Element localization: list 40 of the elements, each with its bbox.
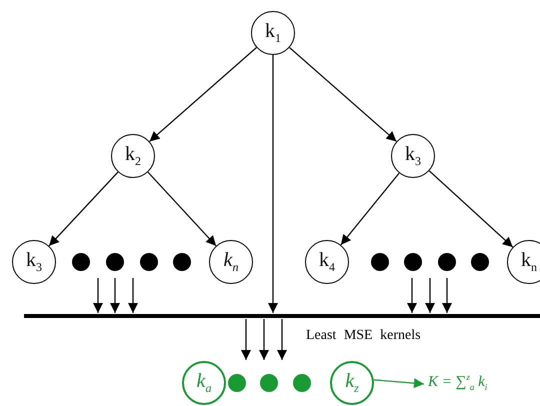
dot (106, 253, 124, 271)
arrow (277, 319, 287, 360)
arrow (340, 172, 400, 246)
arrow (149, 47, 257, 142)
dot (228, 374, 246, 392)
kernel-node: k$_{n}$ (507, 240, 540, 284)
arrow (259, 319, 269, 360)
kernel-node: k$_{3}$ (391, 134, 435, 178)
caption-text: Least MSE kernels (306, 328, 421, 344)
arrow (268, 55, 278, 313)
dot (260, 374, 278, 392)
kernel-node: k$_{3}$ (12, 240, 56, 284)
arrow (425, 278, 435, 313)
arrow (93, 278, 103, 313)
arrow (48, 172, 118, 246)
kernel-node: k$_{1}$ (251, 11, 295, 55)
arrow (407, 278, 417, 313)
arrow (374, 378, 424, 388)
sum-formula: K = ∑$^{z}$$_{a}$ k$_{i}$ (428, 372, 488, 392)
kernel-node: k$_{4}$ (305, 240, 349, 284)
dot (173, 253, 191, 271)
kernel-node: k$_{n}$ (209, 240, 253, 284)
dot (438, 253, 456, 271)
arrow (241, 319, 251, 360)
dot (371, 253, 389, 271)
arrow (110, 278, 120, 313)
dot (404, 253, 422, 271)
dot (293, 374, 311, 392)
arrow (148, 172, 216, 246)
dot (72, 253, 90, 271)
kernel-node: k$_{z}$ (330, 361, 374, 405)
arrow (428, 170, 514, 248)
arrow (128, 278, 138, 313)
dot (471, 253, 489, 271)
dot (140, 253, 158, 271)
arrow (289, 47, 397, 142)
kernel-node: k$_{a}$ (182, 361, 226, 405)
arrow (442, 278, 452, 313)
thick-bar (24, 314, 540, 318)
kernel-node: k$_{2}$ (111, 134, 155, 178)
